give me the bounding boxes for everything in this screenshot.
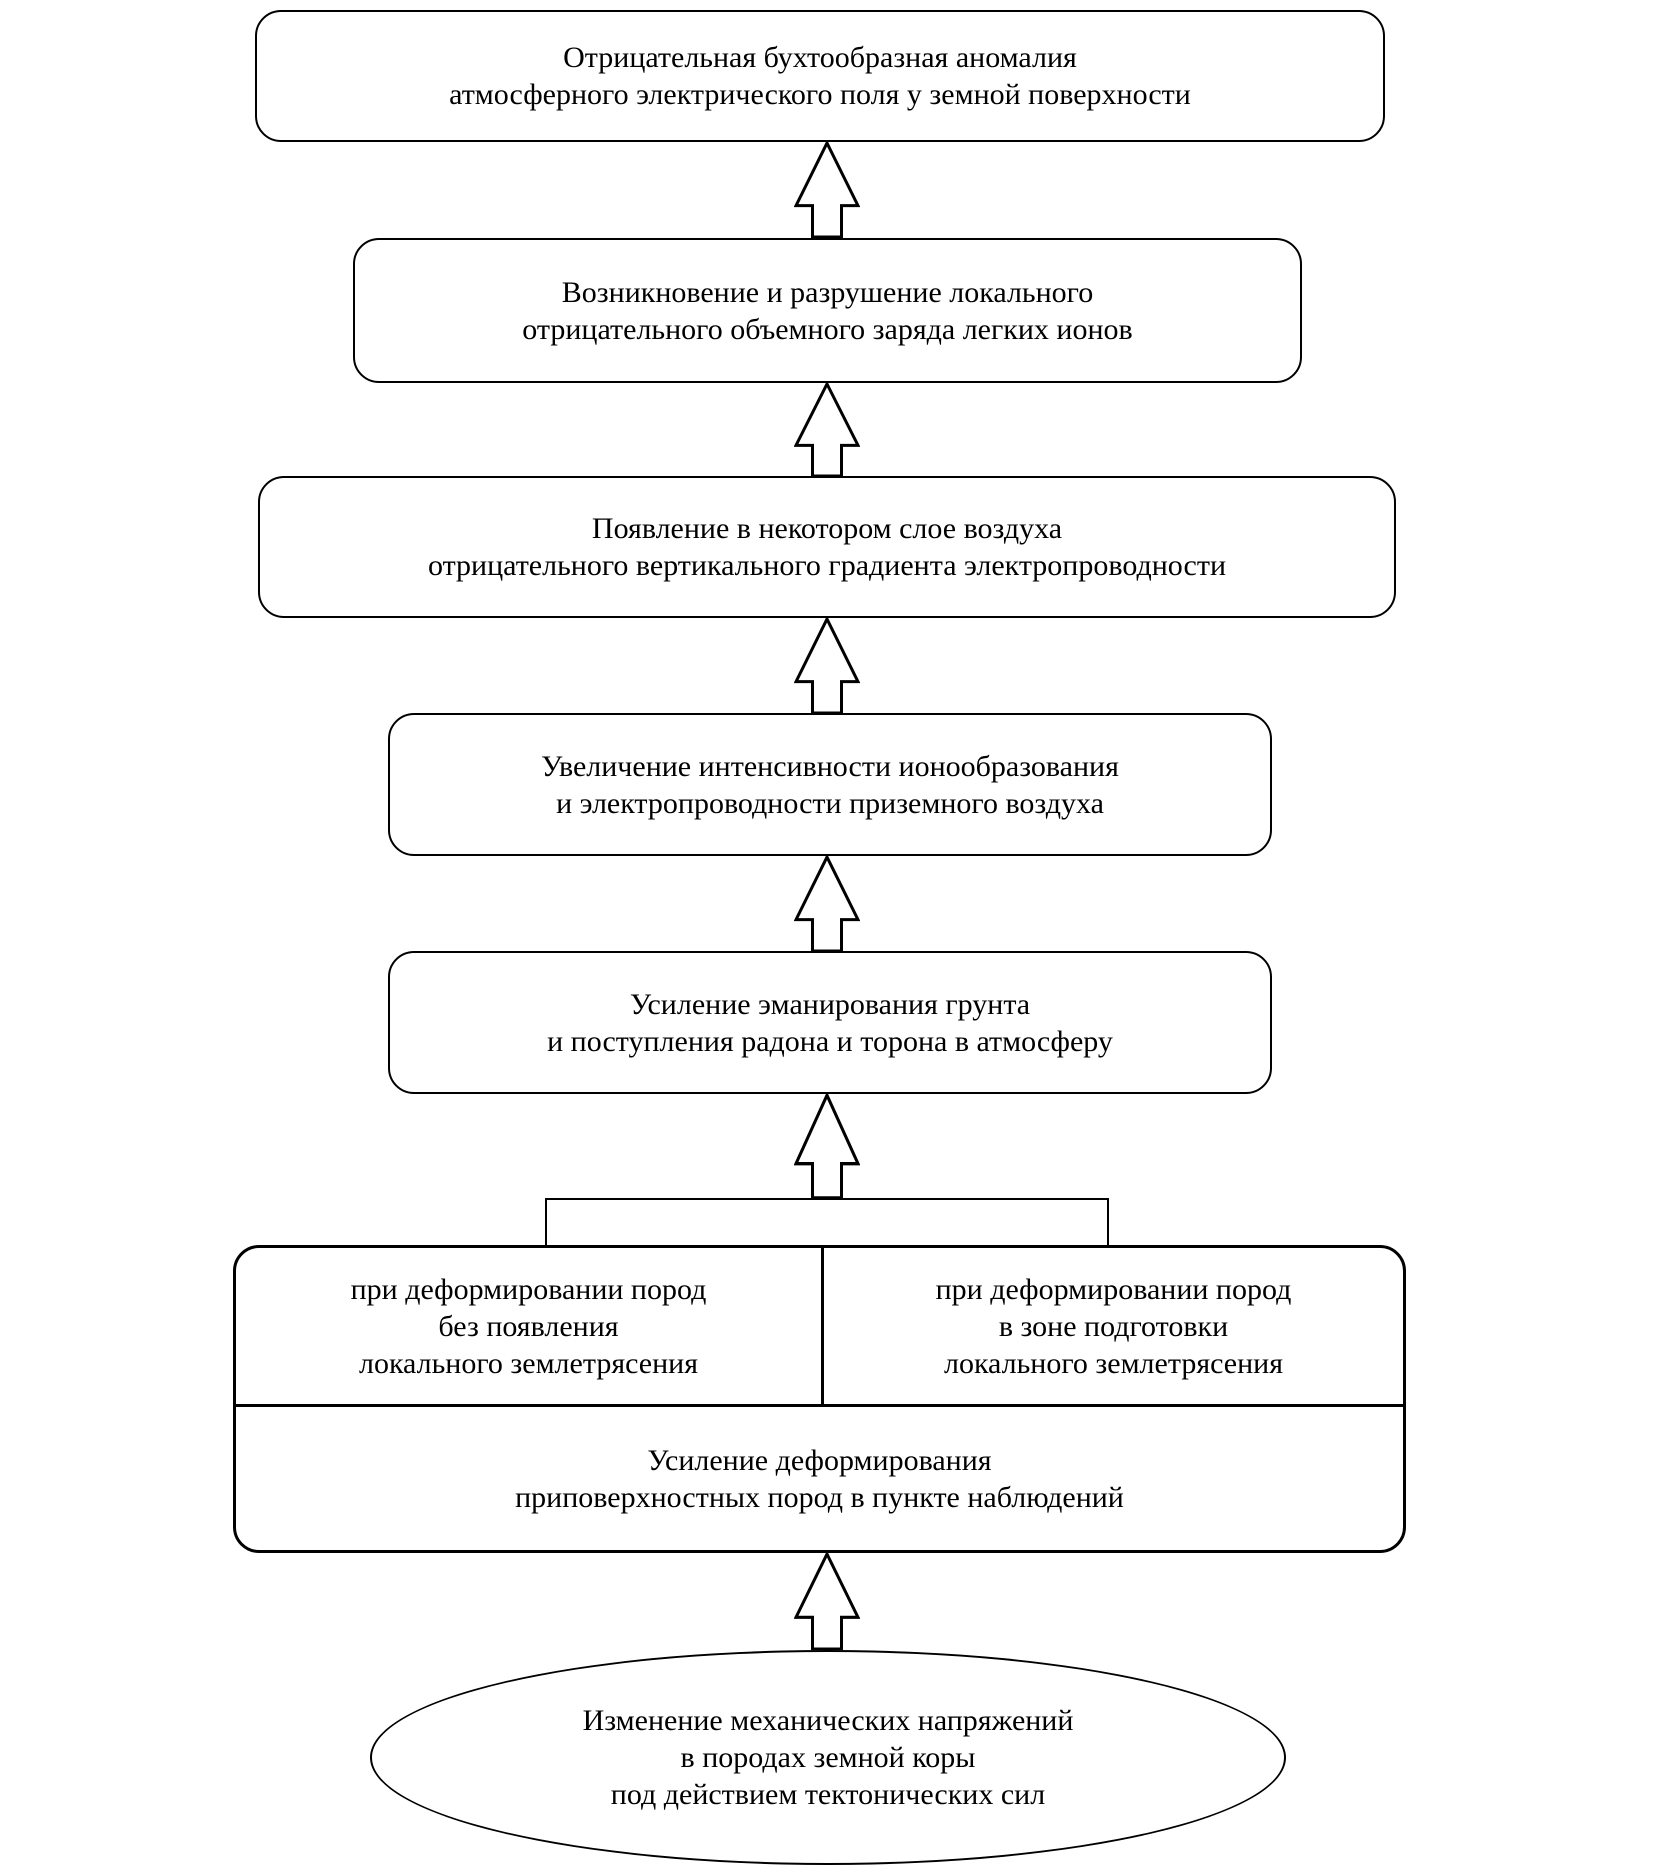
node-ionization-box: Увеличение интенсивности ионообразования… xyxy=(388,713,1272,856)
cell-deform-without-quake: при деформировании пород без появления л… xyxy=(236,1248,824,1404)
cell-deform-quake-zone: при деформировании пород в зоне подготов… xyxy=(935,1272,1292,1380)
up-block-arrow-icon xyxy=(794,855,860,952)
node-charge-box: Возникновение и разрушение локального от… xyxy=(353,238,1302,383)
up-block-arrow-icon xyxy=(794,382,860,477)
cell-deformation: Усиление деформирования приповерхностных… xyxy=(236,1404,1403,1550)
node-stress-ellipse: Изменение механических напряжений в поро… xyxy=(370,1650,1286,1865)
node-radon-box: Усиление эманирования грунта и поступлен… xyxy=(388,951,1272,1094)
table-top-row: при деформировании пород без появления л… xyxy=(236,1248,1403,1404)
node-deformation-table: при деформировании пород без появления л… xyxy=(233,1245,1406,1553)
branch-bracket-connector xyxy=(545,1198,1109,1245)
up-block-arrow-icon xyxy=(794,1093,860,1199)
up-block-arrow-icon xyxy=(794,141,860,238)
node-anomaly-box: Отрицательная бухтообразная аномалия атм… xyxy=(255,10,1385,142)
up-block-arrow-icon xyxy=(794,617,860,714)
up-block-arrow-icon xyxy=(794,1552,860,1650)
node-gradient-box: Появление в некотором слое воздуха отриц… xyxy=(258,476,1396,618)
